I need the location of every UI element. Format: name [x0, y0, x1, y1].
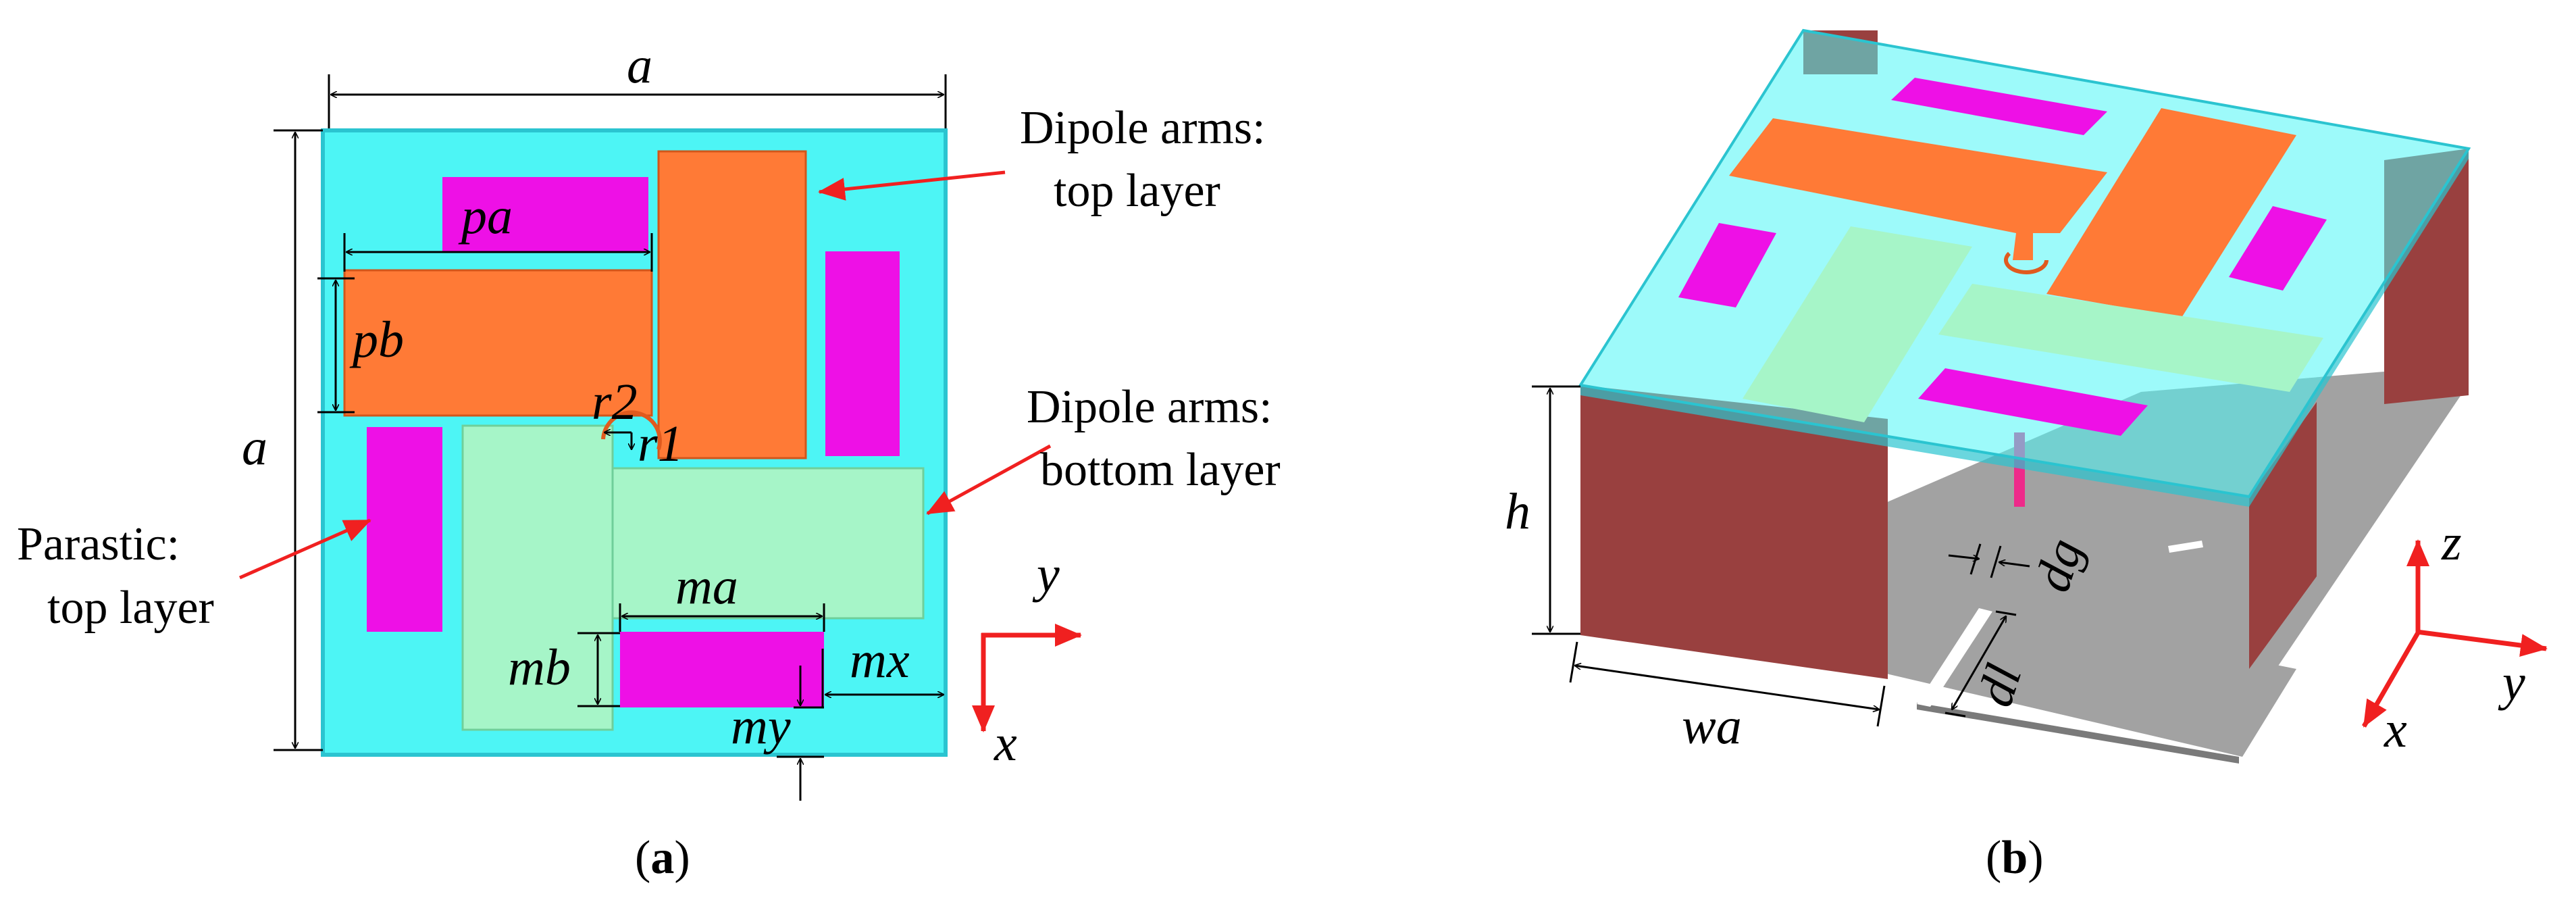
label-axis-a-x: x: [994, 715, 1017, 772]
top-dipole-3d-a: [1729, 118, 2107, 260]
label-axis-a-y: y: [1032, 546, 1060, 603]
parasitic-3d-back: [1891, 78, 2107, 135]
parasitic-patch-top: [442, 177, 648, 251]
label-pb: pb: [349, 311, 404, 368]
dim-dl: [1952, 616, 2006, 709]
callout-parastic-line2: top layer: [47, 582, 214, 634]
label-axis-b-y: y: [2498, 654, 2525, 711]
label-mx: mx: [850, 632, 910, 689]
label-a-top: a: [627, 37, 652, 94]
callout-arrow-bottom-layer: [926, 444, 1052, 516]
top-dipole-arm-horizontal: [343, 269, 653, 417]
label-a-left: a: [242, 419, 267, 476]
substrate-front-edge: [1580, 385, 2249, 507]
wall-front-left: [1580, 385, 1888, 679]
label-pa: pa: [458, 188, 513, 245]
feed-ring-r1: [601, 410, 662, 450]
panel-b: h wa dg dl z y x (b): [1505, 28, 2548, 884]
callout-bottom-layer-line1: Dipole arms:: [1027, 381, 1272, 433]
parasitic-3d-right: [2229, 206, 2327, 291]
panel-a: a a pa pb r2 r1 ma mb mx: [17, 37, 1281, 884]
callout-parastic-line1: Parastic:: [17, 518, 180, 570]
caption-a: (a): [635, 832, 690, 884]
label-h: h: [1505, 483, 1530, 540]
bottom-dipole-3d-a: [1743, 226, 1972, 422]
top-dipole-arm-vertical: [657, 150, 807, 459]
label-my: my: [731, 698, 791, 755]
callout-top-layer-line1: Dipole arms:: [1020, 102, 1266, 154]
label-axis-b-z: z: [2441, 514, 2462, 571]
dim-wa: [1575, 666, 1879, 709]
caption-b: (b): [1986, 832, 2044, 884]
ground-plane-edge: [1917, 703, 2239, 764]
callout-bottom-layer-line2: bottom layer: [1040, 444, 1281, 496]
label-ma: ma: [675, 558, 738, 615]
substrate-right-edge: [2249, 149, 2469, 507]
callout-arrow-parastic: [238, 518, 371, 580]
callout-arrow-top-layer: [818, 170, 1006, 201]
bottom-dipole-arm-vertical: [461, 424, 614, 731]
axis-b-y: [2416, 629, 2548, 657]
parasitic-patch-left: [367, 427, 442, 632]
ground-slot-right: [2168, 541, 2203, 553]
callout-top-layer-line2: top layer: [1054, 165, 1220, 217]
parasitic-3d-left: [1678, 223, 1776, 307]
wall-front-right: [2249, 402, 2317, 669]
parasitic-patch-bottom: [620, 632, 824, 707]
label-axis-b-x: x: [2384, 701, 2407, 758]
bottom-dipole-arm-horizontal: [611, 467, 925, 620]
axis-b-x: [2361, 629, 2422, 728]
label-wa: wa: [1682, 698, 1742, 755]
label-r2: r2: [592, 374, 638, 430]
feed-ring-3d: [2004, 251, 2049, 274]
top-dipole-3d-b: [2046, 108, 2296, 318]
label-r1: r1: [638, 416, 684, 472]
parasitic-patch-right: [825, 251, 900, 456]
parasitic-3d-front: [1918, 368, 2148, 436]
label-mb: mb: [508, 639, 571, 696]
bottom-dipole-3d-b: [1938, 284, 2323, 392]
